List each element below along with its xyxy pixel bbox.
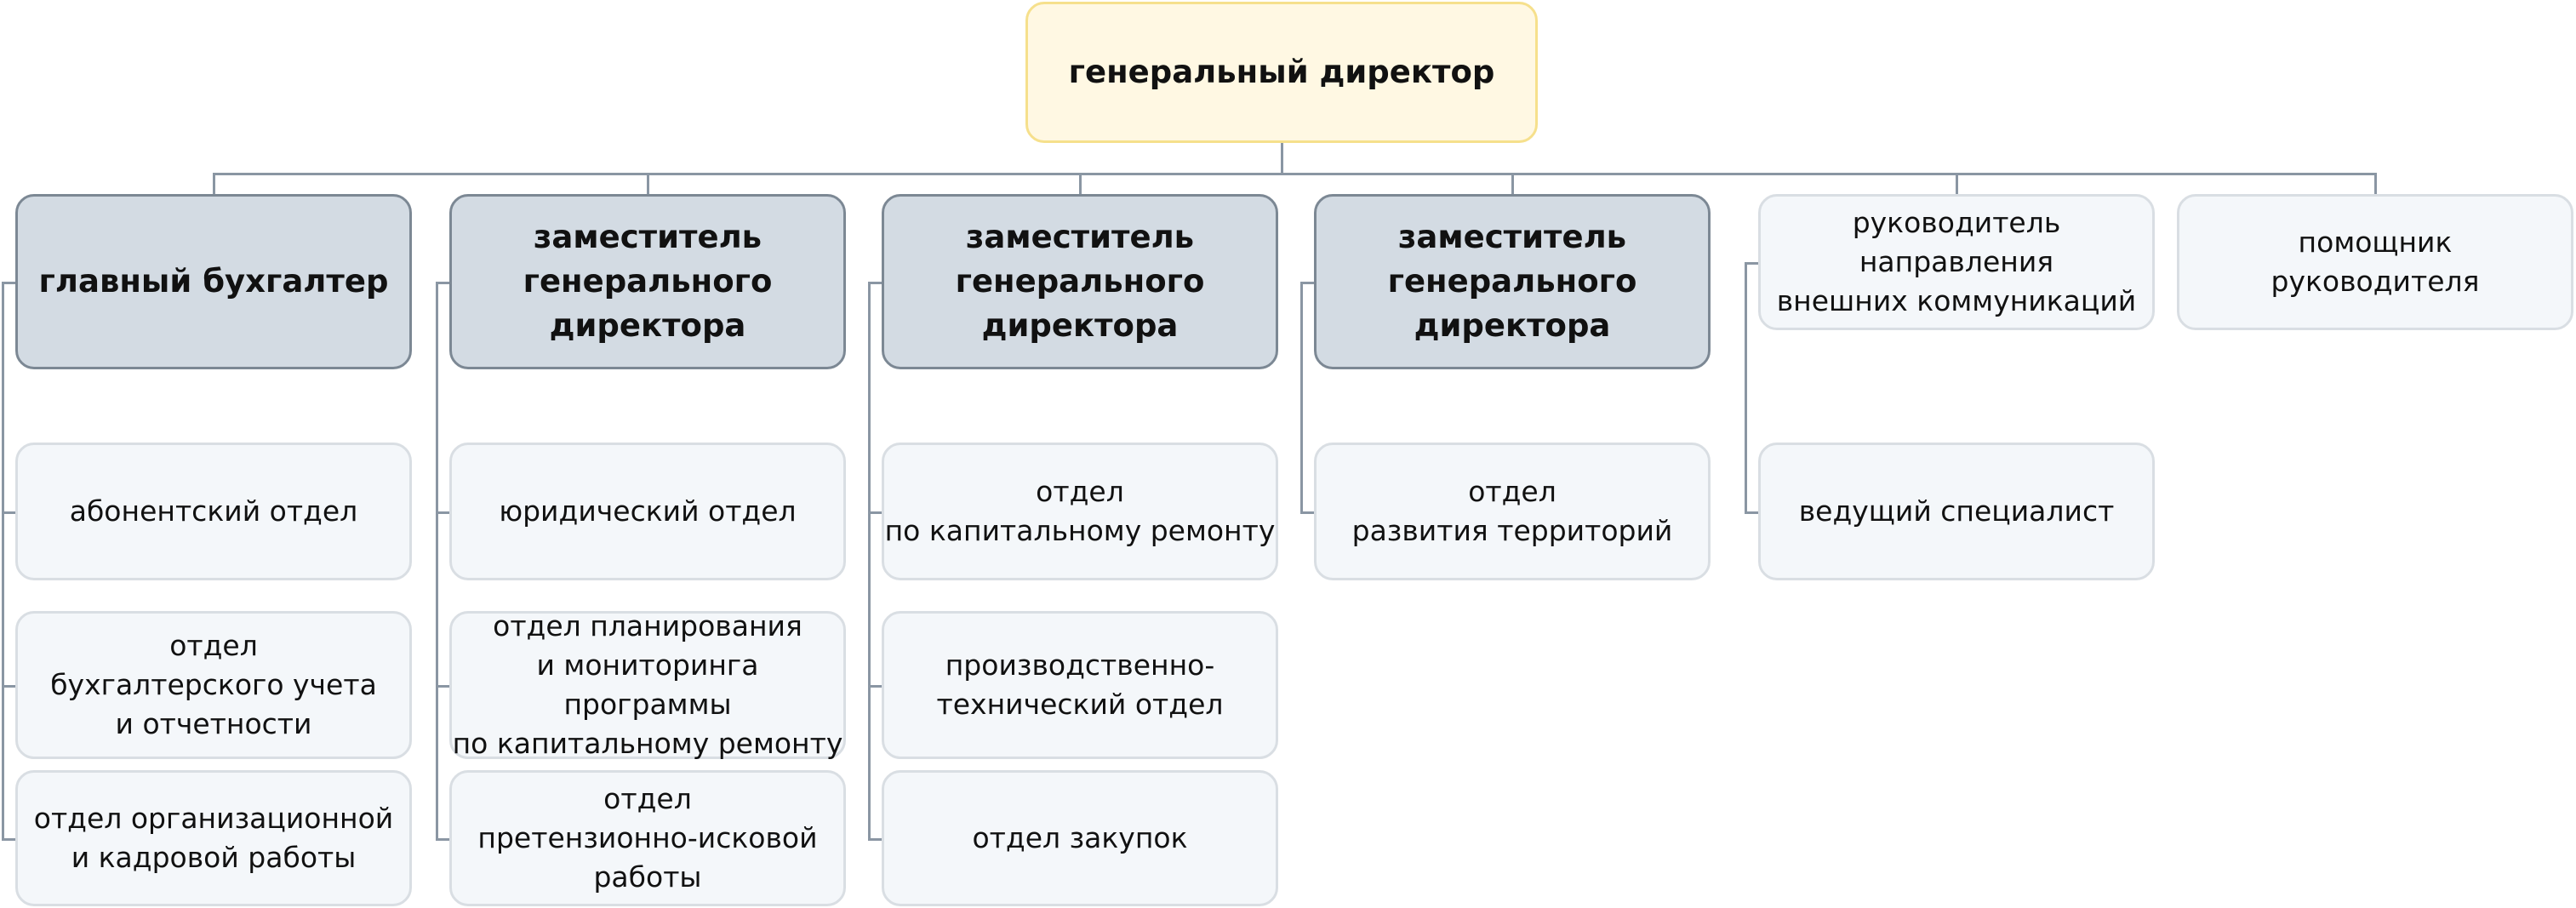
- head-connector: [647, 173, 649, 194]
- side-tick: [1745, 262, 1758, 265]
- side-tick: [868, 282, 882, 284]
- department-box: отдел по капитальному ремонту: [882, 443, 1278, 580]
- head-connector: [1956, 173, 1958, 194]
- side-spine: [1745, 262, 1747, 513]
- side-tick: [2, 282, 15, 284]
- side-tick: [436, 511, 449, 514]
- department-box: юридический отдел: [449, 443, 846, 580]
- side-tick: [436, 282, 449, 284]
- head-connector: [1079, 173, 1082, 194]
- head-box: руководитель направления внешних коммуни…: [1758, 194, 2155, 330]
- department-box: ведущий специалист: [1758, 443, 2155, 580]
- side-tick: [2, 838, 15, 841]
- head-box: помощник руководителя: [2177, 194, 2573, 330]
- head-connector: [2374, 173, 2377, 194]
- side-spine: [868, 282, 871, 840]
- head-box: заместитель генерального директора: [882, 194, 1278, 369]
- head-box: заместитель генерального директора: [449, 194, 846, 369]
- head-box: заместитель генерального директора: [1314, 194, 1711, 369]
- side-tick: [2, 511, 15, 514]
- side-tick: [868, 511, 882, 514]
- department-box: производственно- технический отдел: [882, 611, 1278, 759]
- head-connector: [213, 173, 215, 194]
- department-box: отдел претензионно-исковой работы: [449, 770, 846, 906]
- side-spine: [1300, 282, 1303, 513]
- department-box: абонентский отдел: [15, 443, 412, 580]
- side-spine: [436, 282, 438, 840]
- department-box: отдел организационной и кадровой работы: [15, 770, 412, 906]
- department-box: отдел закупок: [882, 770, 1278, 906]
- side-spine: [2, 282, 4, 840]
- horizontal-bus: [214, 173, 2377, 175]
- side-tick: [1300, 511, 1314, 514]
- head-box: главный бухгалтер: [15, 194, 412, 369]
- side-tick: [2, 685, 15, 688]
- department-box: отдел планирования и мониторинга програм…: [449, 609, 846, 760]
- top-connector: [1281, 143, 1283, 174]
- general-director-box: генеральный директор: [1025, 2, 1538, 143]
- side-tick: [868, 838, 882, 841]
- department-box: отдел развития территорий: [1314, 443, 1711, 580]
- side-tick: [1300, 282, 1314, 284]
- head-connector: [1511, 173, 1514, 194]
- side-tick: [436, 838, 449, 841]
- side-tick: [1745, 511, 1758, 514]
- side-tick: [868, 685, 882, 688]
- department-box: отдел бухгалтерского учета и отчетности: [15, 611, 412, 759]
- side-tick: [436, 685, 449, 688]
